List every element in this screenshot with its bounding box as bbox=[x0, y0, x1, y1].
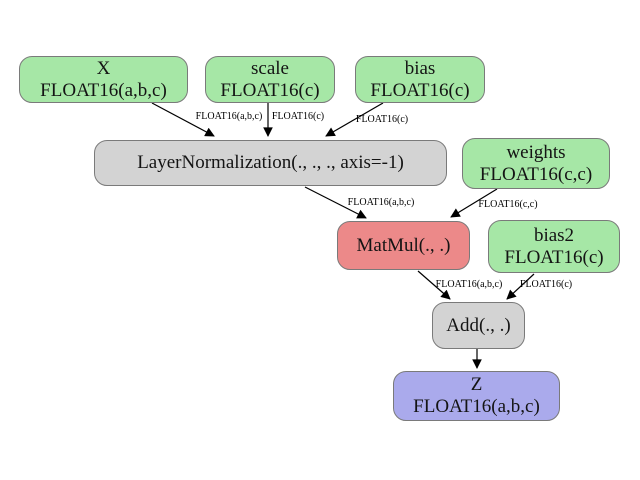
node-layernormalization-label: LayerNormalization(., ., ., axis=-1) bbox=[137, 152, 404, 173]
node-matmul-label: MatMul(., .) bbox=[356, 234, 451, 256]
node-x-dtype: FLOAT16(a,b,c) bbox=[40, 79, 167, 101]
node-z-dtype: FLOAT16(a,b,c) bbox=[413, 396, 540, 417]
node-x: X FLOAT16(a,b,c) bbox=[19, 56, 188, 103]
node-bias2-dtype: FLOAT16(c) bbox=[504, 246, 604, 268]
node-bias2: bias2 FLOAT16(c) bbox=[488, 220, 620, 273]
node-z-name: Z bbox=[470, 374, 483, 395]
edge-label-scale-to-layernorm: FLOAT16(c) bbox=[271, 111, 325, 122]
node-bias2-name: bias2 bbox=[533, 224, 575, 246]
node-add: Add(., .) bbox=[432, 302, 525, 349]
edge-label-matmul-to-add: FLOAT16(a,b,c) bbox=[435, 279, 503, 290]
node-add-label: Add(., .) bbox=[446, 314, 511, 336]
node-bias-dtype: FLOAT16(c) bbox=[370, 79, 470, 101]
node-scale: scale FLOAT16(c) bbox=[205, 56, 335, 103]
node-scale-dtype: FLOAT16(c) bbox=[220, 79, 320, 101]
edge-label-x-to-layernorm: FLOAT16(a,b,c) bbox=[195, 111, 263, 122]
node-weights-name: weights bbox=[506, 141, 566, 163]
node-z: Z FLOAT16(a,b,c) bbox=[393, 371, 560, 421]
edge-label-weights-to-matmul: FLOAT16(c,c) bbox=[478, 199, 538, 210]
node-matmul: MatMul(., .) bbox=[337, 221, 470, 270]
node-bias: bias FLOAT16(c) bbox=[355, 56, 485, 103]
node-scale-name: scale bbox=[251, 57, 289, 79]
node-layernormalization: LayerNormalization(., ., ., axis=-1) bbox=[94, 140, 447, 186]
node-x-name: X bbox=[96, 57, 111, 79]
node-weights: weights FLOAT16(c,c) bbox=[462, 138, 610, 189]
edge-label-bias-to-layernorm: FLOAT16(c) bbox=[355, 114, 409, 125]
node-bias-name: bias bbox=[404, 57, 436, 79]
edge-label-bias2-to-add: FLOAT16(c) bbox=[519, 279, 573, 290]
edge-label-layernorm-to-matmul: FLOAT16(a,b,c) bbox=[347, 197, 415, 208]
node-weights-dtype: FLOAT16(c,c) bbox=[479, 163, 593, 185]
